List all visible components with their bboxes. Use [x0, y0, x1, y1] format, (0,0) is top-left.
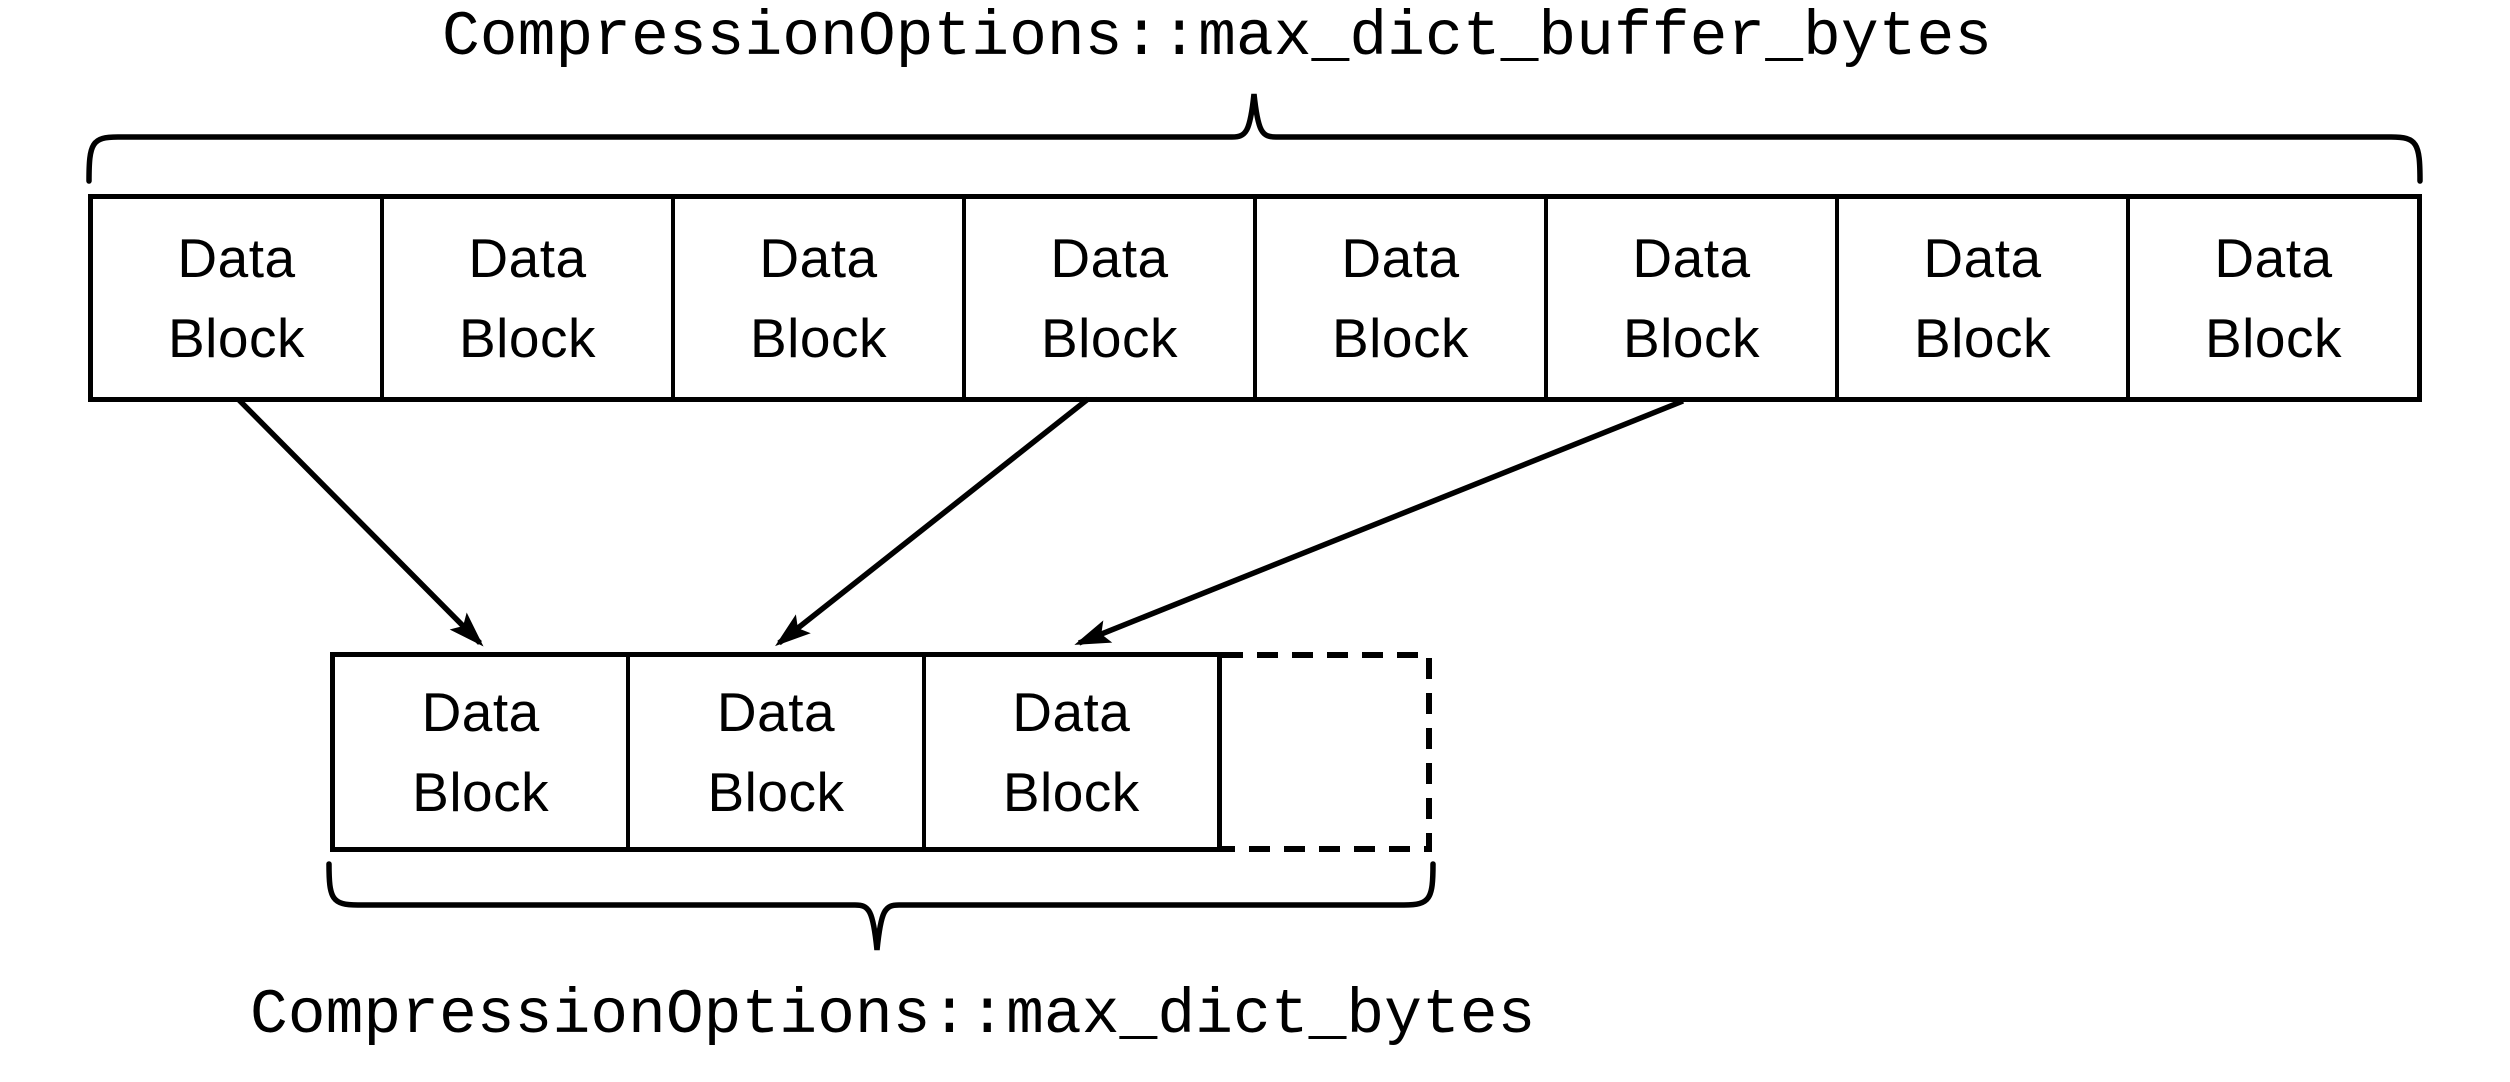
dict-row: Data Block Data Block Data Block — [330, 652, 1222, 852]
block-label-line: Block — [1002, 761, 1140, 823]
block-label-line: Block — [750, 307, 887, 369]
dict-data-block-2: Data Block — [626, 657, 921, 847]
block-label-line: Data — [177, 227, 296, 289]
buffer-data-block-4: Data Block — [962, 199, 1253, 397]
curly-brace-top — [86, 93, 2423, 184]
max-dict-buffer-bytes-label: CompressionOptions::max_dict_buffer_byte… — [442, 2, 1993, 73]
block-label-line: Block — [2205, 307, 2342, 369]
curly-brace-bottom — [326, 861, 1436, 951]
block-label-line: Block — [1623, 307, 1760, 369]
buffer-data-block-6: Data Block — [1544, 199, 1835, 397]
block-label-line: Block — [168, 307, 305, 369]
block-label-line: Block — [412, 761, 550, 823]
block-label-line: Data — [468, 227, 587, 289]
sample-arrow-1 — [236, 397, 484, 647]
buffer-data-block-8: Data Block — [2126, 199, 2417, 397]
block-label-line: Data — [759, 227, 878, 289]
buffer-data-block-7: Data Block — [1835, 199, 2126, 397]
block-label-line: Data — [716, 681, 836, 743]
block-label-line: Data — [1632, 227, 1751, 289]
block-label-line: Block — [707, 761, 845, 823]
block-label-line: Data — [1012, 681, 1131, 743]
max-dict-bytes-label: CompressionOptions::max_dict_bytes — [250, 980, 1536, 1051]
block-label-line: Data — [1341, 227, 1460, 289]
sample-arrow-2 — [775, 396, 1090, 647]
buffer-data-block-2: Data Block — [380, 199, 671, 397]
block-label-line: Data — [421, 681, 540, 743]
sample-arrow-3 — [1074, 398, 1685, 646]
block-label-line: Block — [1041, 307, 1178, 369]
buffer-data-block-3: Data Block — [671, 199, 962, 397]
block-label-line: Block — [1332, 307, 1469, 369]
dict-data-block-1: Data Block — [335, 657, 626, 847]
block-label-line: Block — [459, 307, 596, 369]
dict-data-block-3: Data Block — [921, 657, 1217, 847]
pending-dict-block-dashed-outline — [1222, 652, 1432, 852]
block-label-line: Data — [1923, 227, 2042, 289]
block-label-line: Data — [1050, 227, 1169, 289]
block-label-line: Data — [2214, 227, 2333, 289]
block-label-line: Block — [1914, 307, 2051, 369]
dict-buffer-row: Data Block Data Block Data Block Data Bl… — [88, 194, 2422, 402]
buffer-data-block-1: Data Block — [93, 199, 380, 397]
buffer-data-block-5: Data Block — [1253, 199, 1544, 397]
